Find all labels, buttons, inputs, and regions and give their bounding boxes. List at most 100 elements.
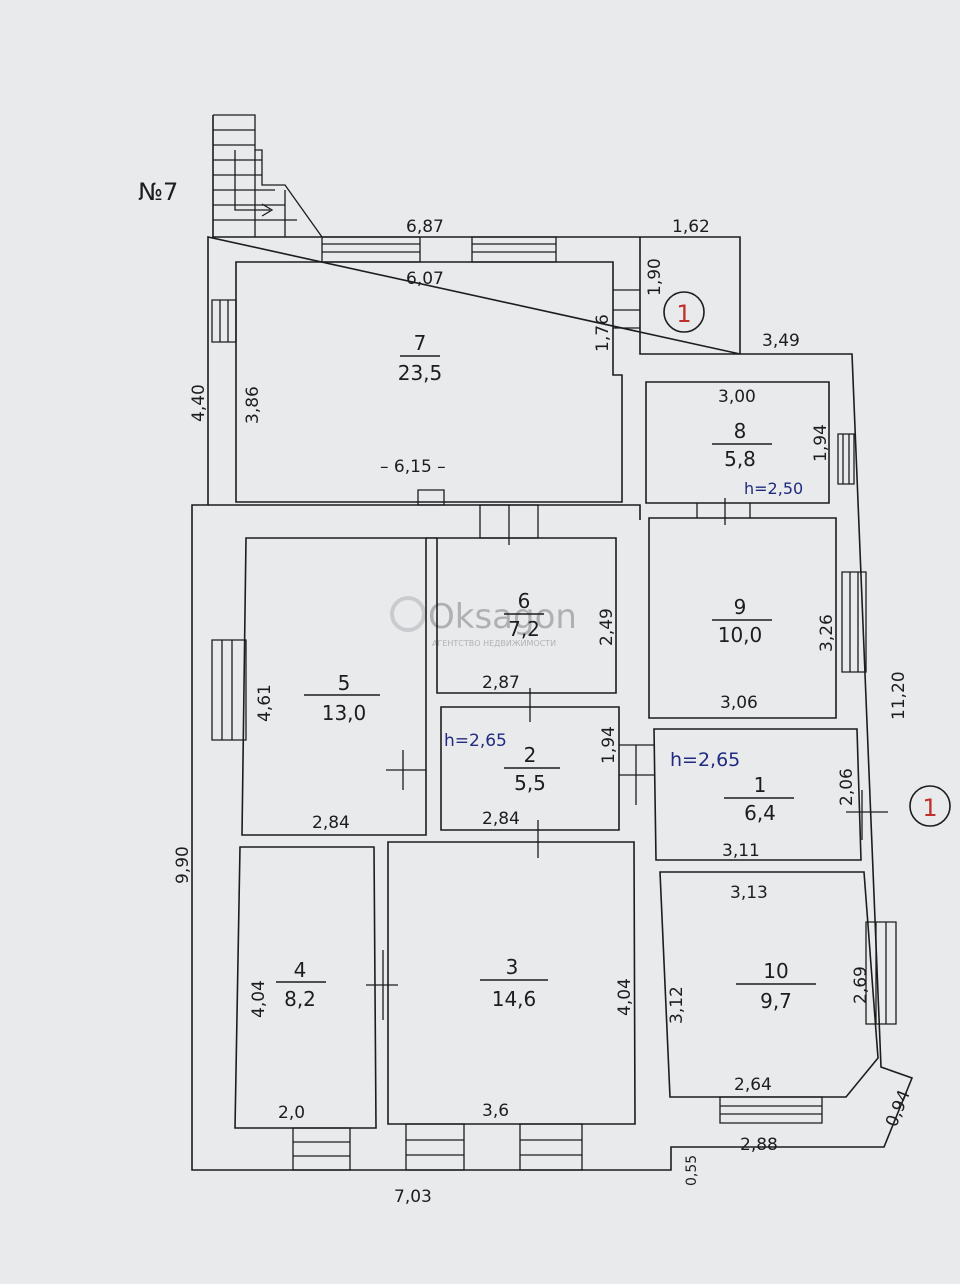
height-room8: h=2,50 <box>744 479 803 498</box>
dim-room3-height: 4,04 <box>615 978 635 1016</box>
marker-1-right: 1 <box>922 794 937 822</box>
room-3-outline <box>387 841 636 1125</box>
room-1-area: 6,4 <box>744 801 776 825</box>
dim-room6-height: 2,49 <box>597 608 617 646</box>
window <box>837 433 855 485</box>
dim-room2-height: 1,94 <box>599 726 619 764</box>
stair-outline <box>213 114 323 238</box>
window <box>719 1096 823 1124</box>
dim-step-height-2: 1,76 <box>593 314 613 352</box>
dim-bottom-right-outer: 2,88 <box>740 1135 778 1155</box>
room-5-area: 13,0 <box>322 701 367 725</box>
room-10-outline <box>659 871 879 1098</box>
room-4-area: 8,2 <box>284 987 316 1011</box>
dim-room10-width-top: 3,13 <box>730 883 768 903</box>
watermark: Oksagon АГЕНТСТВО НЕДВИЖИМОСТИ <box>390 596 577 648</box>
room-8-outline <box>645 381 830 504</box>
window <box>211 299 237 343</box>
window <box>211 639 247 741</box>
dim-left-outer-top: 4,40 <box>189 384 209 422</box>
markers: 1 1 <box>663 291 951 827</box>
dim-right-top: 3,49 <box>762 331 800 351</box>
window <box>321 236 421 263</box>
watermark-subtext: АГЕНТСТВО НЕДВИЖИМОСТИ <box>432 639 556 648</box>
window <box>519 1123 583 1171</box>
window <box>865 921 897 1025</box>
room-2-outline <box>440 706 620 831</box>
room-9-number: 9 <box>734 595 747 619</box>
height-room2: h=2,65 <box>444 731 507 751</box>
marker-circle <box>909 785 951 827</box>
door <box>696 498 751 525</box>
room-3-area: 14,6 <box>492 987 537 1011</box>
room-7-outline <box>235 261 623 503</box>
room-8-area: 5,8 <box>724 447 756 471</box>
height-room1: h=2,65 <box>670 749 740 771</box>
room-6-outline <box>436 537 617 694</box>
dim-top-inner: 6,07 <box>406 269 444 289</box>
dim-room5-width: 2,84 <box>312 813 350 833</box>
room-6-number: 6 <box>518 589 531 613</box>
watermark-logo <box>390 596 426 632</box>
chimney <box>417 489 445 506</box>
dim-room10-bottom: 2,64 <box>734 1075 772 1095</box>
dim-room1-width: 3,11 <box>722 841 760 861</box>
dim-step-height: 1,90 <box>645 258 665 296</box>
dim-step-top: 1,62 <box>672 217 710 237</box>
room-labels: 7 23,5 8 5,8 9 10,0 6 7,2 5 13,0 2 5,5 1… <box>276 331 816 1013</box>
window <box>405 1123 465 1171</box>
dim-jog: 0,55 <box>684 1155 700 1186</box>
window <box>292 1127 351 1171</box>
staircase <box>213 114 323 238</box>
stair-arrowhead <box>261 203 274 217</box>
dim-room2-width: 2,84 <box>482 809 520 829</box>
room-8-number: 8 <box>734 419 747 443</box>
dim-room5-height: 4,61 <box>255 684 275 722</box>
marker-circle <box>663 291 705 333</box>
sheet-number: №7 <box>138 178 178 206</box>
door <box>479 504 539 545</box>
room-2-area: 5,5 <box>514 771 546 795</box>
dim-room8-width: 3,00 <box>718 387 756 407</box>
dim-room9-height: 3,26 <box>817 614 837 652</box>
ceiling-heights: h=2,50 h=2,65 h=2,65 <box>444 479 803 771</box>
stair-rail <box>254 150 286 237</box>
dim-room4-height: 4,04 <box>249 980 269 1018</box>
wall-line <box>208 504 641 520</box>
dim-left-inner-top: 3,86 <box>243 386 263 424</box>
room-3-number: 3 <box>506 955 519 979</box>
door <box>619 744 654 805</box>
room-7-area: 23,5 <box>398 361 443 385</box>
room-5-outline <box>241 537 427 836</box>
marker-1-top: 1 <box>676 300 691 328</box>
door <box>366 950 398 1020</box>
room-4-outline <box>234 846 377 1129</box>
dim-room1-height: 2,06 <box>837 768 857 806</box>
room-1-number: 1 <box>754 773 767 797</box>
room-9-outline <box>648 517 837 719</box>
door <box>386 750 426 790</box>
window <box>841 571 867 673</box>
windows <box>211 236 897 1171</box>
stair-arrow <box>234 150 270 211</box>
stair-treads <box>213 129 297 221</box>
dim-right-total: 11,20 <box>889 671 909 720</box>
room-7-number: 7 <box>414 331 427 355</box>
walls <box>191 115 914 1171</box>
doors <box>366 289 888 1020</box>
room-9-area: 10,0 <box>718 623 763 647</box>
dim-room10-right: 2,69 <box>851 966 871 1004</box>
door <box>613 289 640 329</box>
dim-left-outer-total: 9,90 <box>173 846 193 884</box>
room-5-number: 5 <box>338 671 351 695</box>
dim-room10-height: 3,12 <box>667 986 687 1024</box>
dim-room9-width: 3,06 <box>720 693 758 713</box>
room-10-number: 10 <box>763 959 788 983</box>
room-2-number: 2 <box>524 743 537 767</box>
dim-room4-width: 2,0 <box>278 1103 305 1123</box>
window <box>471 236 557 263</box>
dim-bottom-outer: 7,03 <box>394 1187 432 1207</box>
dim-room3-width: 3,6 <box>482 1101 509 1121</box>
